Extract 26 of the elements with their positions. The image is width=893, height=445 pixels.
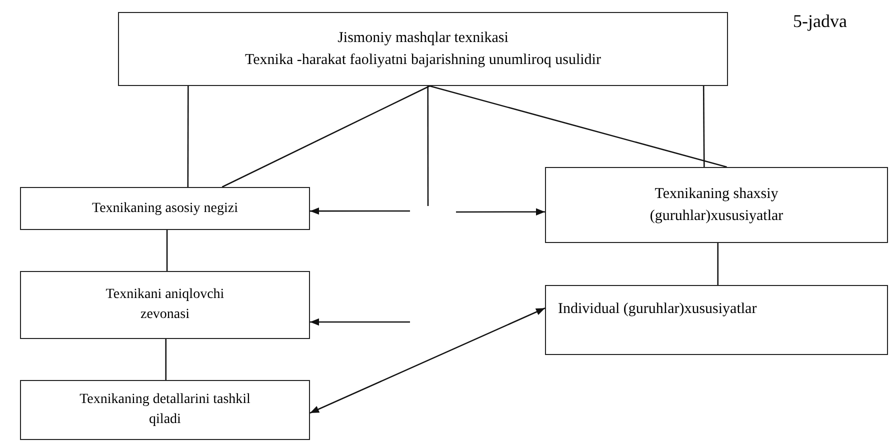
connector-line <box>702 86 705 167</box>
arrow <box>310 308 546 414</box>
arrow <box>310 318 410 326</box>
text-box <box>20 271 310 339</box>
connector-line <box>187 86 189 187</box>
arrow <box>456 208 545 216</box>
connector-line <box>427 86 429 206</box>
table-number: 5-jadva <box>793 10 847 33</box>
text-box <box>545 285 888 355</box>
box-text: Texnikaning asosiy negizi <box>92 200 238 218</box>
connector-line <box>165 339 167 380</box>
connector-line <box>222 85 430 188</box>
box-text: Individual (guruhlar)xususiyatlar <box>558 300 757 319</box>
box-text: Texnikani aniqlovchi zevonasi <box>104 286 226 324</box>
connector-line <box>166 230 168 271</box>
box-text: Texnikaning detallarini tashkil qiladi <box>78 391 252 429</box>
connector-line <box>717 243 719 285</box>
text-box <box>545 167 888 243</box>
box-text: Texnikaning shaxsiy (guruhlar)xususiyatlar <box>648 185 784 226</box>
text-box <box>20 187 310 230</box>
arrow <box>310 207 410 215</box>
box-title: Jismoniy mashqlar texnikasi <box>338 29 508 48</box>
box-text: Texnika -harakat faoliyatni bajarishning unumliroq usulidir <box>245 51 601 70</box>
text-box <box>20 380 310 440</box>
text-box <box>118 12 728 86</box>
connector-line <box>430 85 727 168</box>
